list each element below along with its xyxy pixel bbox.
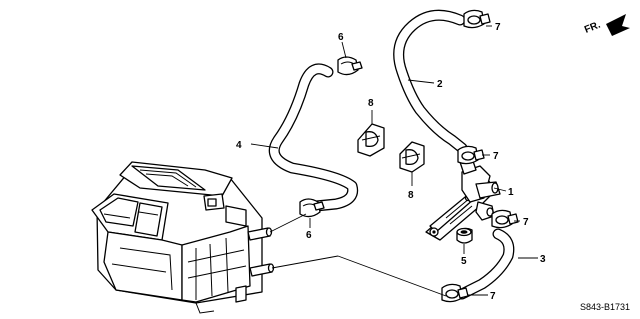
hose-upper bbox=[393, 9, 468, 154]
callout-4: 4 bbox=[236, 140, 242, 151]
hose-lower bbox=[456, 228, 515, 300]
callout-8-right: 8 bbox=[408, 190, 414, 201]
callout-2: 2 bbox=[437, 79, 443, 90]
spring-clamp-3 bbox=[491, 209, 519, 229]
water-valve bbox=[425, 157, 501, 241]
callout-7-valve: 7 bbox=[523, 217, 529, 228]
spring-clamp-4 bbox=[441, 283, 469, 303]
diagram-reference-code: S843-B1731 bbox=[580, 302, 630, 312]
callout-numbers: 1 2 3 4 5 6 6 7 7 7 7 8 8 bbox=[236, 22, 546, 302]
spring-clamp-1 bbox=[463, 9, 491, 29]
hose-clamp-upper bbox=[337, 56, 363, 76]
front-direction-indicator: FR. bbox=[583, 14, 630, 36]
hose-inlet bbox=[268, 63, 359, 212]
callout-5: 5 bbox=[461, 256, 467, 267]
callout-3: 3 bbox=[540, 254, 546, 265]
callout-7-mid: 7 bbox=[493, 151, 499, 162]
grommet bbox=[456, 227, 473, 244]
callout-7-top: 7 bbox=[495, 22, 501, 33]
callout-6-lower: 6 bbox=[306, 230, 312, 241]
front-direction-label: FR. bbox=[583, 19, 602, 35]
hose-clip-right bbox=[399, 141, 425, 173]
leader-lines bbox=[250, 25, 538, 297]
callout-7-bottom: 7 bbox=[490, 291, 496, 302]
hose-clamp-lower bbox=[299, 198, 325, 218]
callout-8-left: 8 bbox=[368, 98, 374, 109]
hose-clip-left bbox=[357, 123, 385, 157]
callout-6-upper: 6 bbox=[338, 32, 344, 43]
callout-1: 1 bbox=[508, 187, 514, 198]
front-direction-arrow-icon bbox=[606, 14, 630, 36]
heater-unit bbox=[91, 161, 275, 314]
spring-clamp-2 bbox=[457, 145, 485, 165]
